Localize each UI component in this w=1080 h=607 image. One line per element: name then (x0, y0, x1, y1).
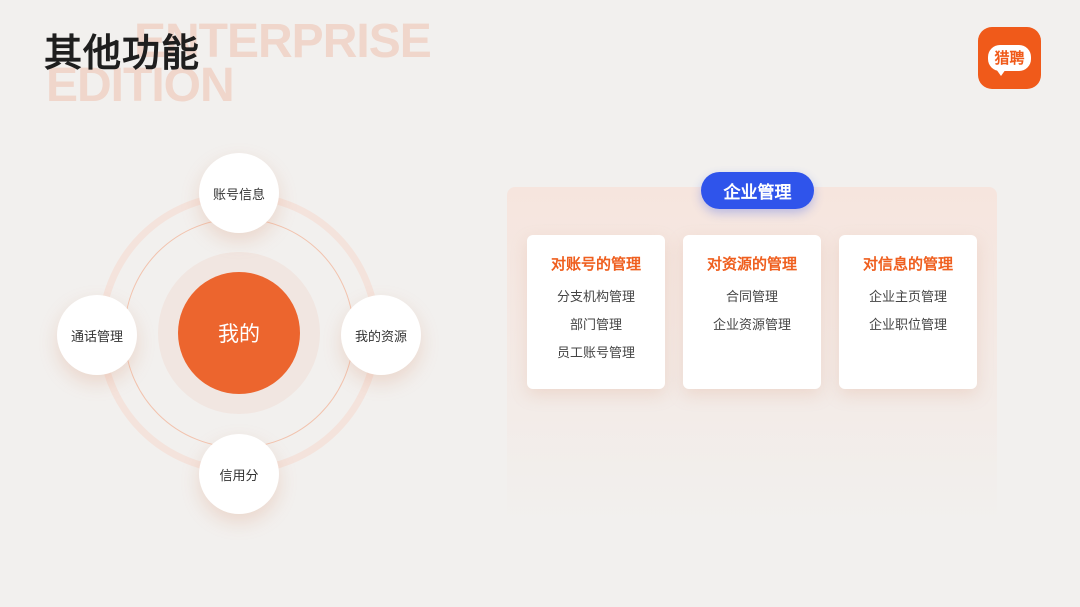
enterprise-management-label: 企业管理 (701, 172, 814, 209)
card-title: 对资源的管理 (706, 255, 797, 273)
center-node: 我的 (178, 272, 300, 394)
card-item: 企业主页管理 (868, 290, 947, 305)
card-item: 合同管理 (725, 290, 778, 305)
node-call-management: 通话管理 (57, 295, 137, 375)
watermark-line-1: ENTERPRISE (134, 15, 432, 68)
card-item: 企业职位管理 (868, 318, 947, 333)
card-information-management: 对信息的管理 企业主页管理 企业职位管理 (839, 235, 977, 389)
card-item: 部门管理 (569, 318, 622, 333)
node-my-resources: 我的资源 (341, 295, 421, 375)
card-title: 对信息的管理 (862, 255, 953, 273)
watermark-line-2: EDITION (46, 59, 235, 112)
card-resource-management: 对资源的管理 合同管理 企业资源管理 (683, 235, 821, 389)
watermark-text: ENTERPRISE EDITION (46, 15, 432, 112)
card-item: 企业资源管理 (712, 318, 791, 333)
card-account-management: 对账号的管理 分支机构管理 部门管理 员工账号管理 (527, 235, 665, 389)
card-title: 对账号的管理 (550, 255, 641, 273)
card-item: 员工账号管理 (556, 346, 635, 361)
node-account-info: 账号信息 (199, 153, 279, 233)
page-title: 其他功能 (44, 31, 201, 75)
card-item: 分支机构管理 (556, 290, 635, 305)
brand-logo: 猎聘 (978, 27, 1041, 89)
node-credit-score: 信用分 (199, 434, 279, 514)
logo-bubble: 猎聘 (988, 45, 1031, 76)
